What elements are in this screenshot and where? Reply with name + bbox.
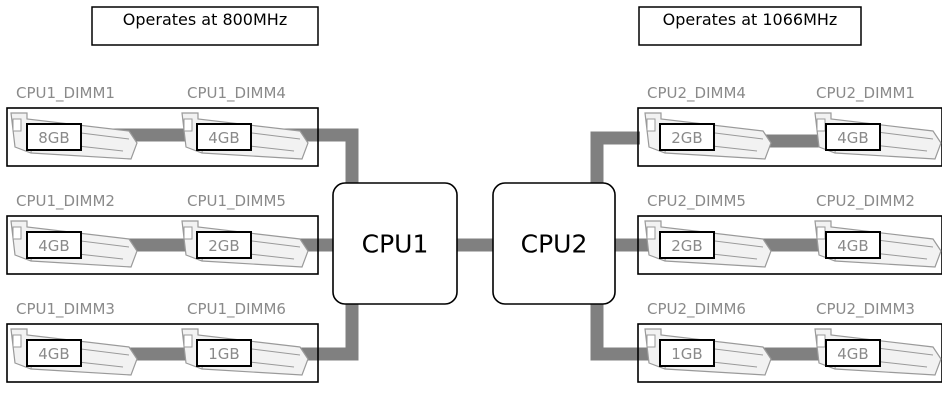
capacity-box xyxy=(196,339,252,367)
cpu2-block: CPU2 xyxy=(492,182,616,305)
capacity-box xyxy=(26,339,82,367)
dimm-slot-label: CPU1_DIMM1 xyxy=(16,84,115,103)
left-row1-bus xyxy=(58,128,359,188)
right-row1-bus xyxy=(590,131,640,188)
cpu2-label: CPU2 xyxy=(521,230,588,259)
capacity-label: 4GB xyxy=(837,129,868,147)
capacity-label: 2GB xyxy=(671,237,702,255)
dimm-bank-right-3: CPU2_DIMM6 1GB CPU2_DIMM3 4GB xyxy=(637,300,942,383)
dimm-slot-label: CPU1_DIMM6 xyxy=(187,300,286,319)
dimm-slot-label: CPU2_DIMM1 xyxy=(816,84,915,103)
capacity-label: 2GB xyxy=(208,237,239,255)
capacity-label: 2GB xyxy=(671,129,702,147)
left-row3-bus xyxy=(58,303,359,361)
cpu-blocks: CPU1 CPU2 xyxy=(332,182,616,305)
cpu1-label: CPU1 xyxy=(362,230,429,259)
dimm-slot-label: CPU1_DIMM2 xyxy=(16,192,115,211)
cpu1-block: CPU1 xyxy=(332,182,458,305)
capacity-box xyxy=(26,123,82,151)
dimm-slot-label: CPU2_DIMM5 xyxy=(647,192,746,211)
right-row3-bus xyxy=(590,303,880,361)
capacity-box xyxy=(196,231,252,259)
capacity-box xyxy=(825,231,881,259)
dimm-slot-label: CPU1_DIMM3 xyxy=(16,300,115,319)
speed-note-right: Operates at 1066MHz xyxy=(638,6,862,46)
dimm-slot-label: CPU2_DIMM3 xyxy=(816,300,915,319)
capacity-box xyxy=(659,339,715,367)
dimm-banks: CPU1_DIMM18GBCPU1_DIMM44GBCPU1_DIMM24GBC… xyxy=(6,84,942,383)
dimm-slot-label: CPU2_DIMM4 xyxy=(647,84,746,103)
capacity-label: 4GB xyxy=(837,237,868,255)
dimm-slot-label: CPU1_DIMM4 xyxy=(187,84,286,103)
capacity-label: 4GB xyxy=(38,237,69,255)
bank-outline xyxy=(637,107,942,167)
bank-outline xyxy=(6,107,319,167)
bank-outline xyxy=(6,215,319,275)
dimm-slot-label: CPU2_DIMM2 xyxy=(816,192,915,211)
capacity-label: 4GB xyxy=(38,345,69,363)
dimm-slot-label: CPU1_DIMM5 xyxy=(187,192,286,211)
capacity-box xyxy=(825,123,881,151)
dimm-bank-left-3: CPU1_DIMM3 4GB CPU1_DIMM6 1GB xyxy=(6,300,319,383)
dimm-bank-left-2: CPU1_DIMM2 4GB CPU1_DIMM5 2GB xyxy=(6,192,319,275)
capacity-label: 1GB xyxy=(208,345,239,363)
capacity-box xyxy=(659,231,715,259)
speed-note-text: Operates at 800MHz xyxy=(123,10,287,29)
speed-notes: Operates at 800MHz Operates at 1066MHz xyxy=(91,6,862,46)
dimm-slot-label: CPU2_DIMM6 xyxy=(647,300,746,319)
bank-outline xyxy=(637,215,942,275)
bank-outline xyxy=(6,323,319,383)
capacity-label: 4GB xyxy=(837,345,868,363)
capacity-box xyxy=(196,123,252,151)
capacity-label: 1GB xyxy=(671,345,702,363)
capacity-label: 4GB xyxy=(208,129,239,147)
dimm-bank-left-1: CPU1_DIMM1 8GB CPU1_DIMM4 4GB xyxy=(6,84,319,167)
dimm-bank-right-2: CPU2_DIMM5 2GB CPU2_DIMM2 4GB xyxy=(637,192,942,275)
capacity-box xyxy=(659,123,715,151)
capacity-label: 8GB xyxy=(38,129,69,147)
speed-note-text: Operates at 1066MHz xyxy=(663,10,838,29)
capacity-box xyxy=(825,339,881,367)
speed-note-left: Operates at 800MHz xyxy=(91,6,319,46)
capacity-box xyxy=(26,231,82,259)
dimm-bank-right-1: CPU2_DIMM4 2GB CPU2_DIMM1 4GB xyxy=(637,84,942,167)
bank-outline xyxy=(637,323,942,383)
